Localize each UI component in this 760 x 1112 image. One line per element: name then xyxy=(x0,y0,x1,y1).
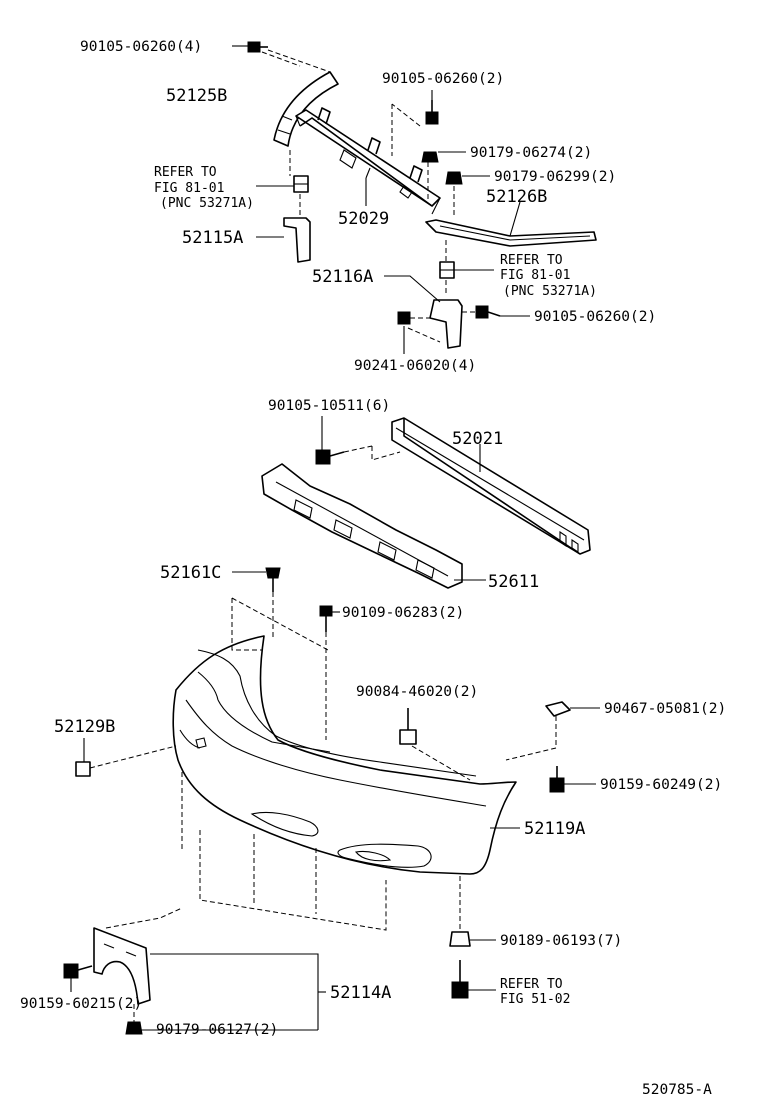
clip-icon xyxy=(439,261,455,279)
bolt-icon xyxy=(63,963,93,979)
label-52129b: 52129B xyxy=(54,717,115,737)
label-90105-10511: 90105-10511(6) xyxy=(268,398,390,414)
label-90179-06127: 90179-06127(2) xyxy=(156,1022,278,1038)
label-refer-left-line3: (PNC 53271A) xyxy=(160,196,254,211)
part-52611-absorber xyxy=(261,463,463,589)
clip-icon xyxy=(265,567,281,592)
label-90105-06260-2-upper: 90105-06260(2) xyxy=(382,71,504,87)
nut-icon xyxy=(125,1021,143,1035)
bolt-icon xyxy=(315,449,345,465)
label-52114a: 52114A xyxy=(330,983,391,1003)
label-refer-left-line1: REFER TO xyxy=(154,165,217,180)
label-90179-06299: 90179-06299(2) xyxy=(494,169,616,185)
label-refer-bottom-line1: REFER TO xyxy=(500,977,563,992)
label-90467-05081: 90467-05081(2) xyxy=(604,701,726,717)
label-52125b: 52125B xyxy=(166,86,227,106)
part-52116a-bracket xyxy=(429,299,463,349)
label-52115a: 52115A xyxy=(182,228,243,248)
part-52114a-bracket xyxy=(93,927,151,1005)
bolt-icon xyxy=(475,305,501,319)
label-90159-60215: 90159-60215(2) xyxy=(20,996,142,1012)
label-refer-right-line1: REFER TO xyxy=(500,253,563,268)
label-refer-right-line2: FIG 81-01 xyxy=(500,268,570,283)
nut-icon xyxy=(421,151,439,163)
part-52119a-bumper-cover xyxy=(172,635,517,875)
nut-icon xyxy=(545,701,571,717)
clip-icon xyxy=(293,175,309,193)
label-90241-06020: 90241-06020(4) xyxy=(354,358,476,374)
label-52116a: 52116A xyxy=(312,267,373,287)
label-52119a: 52119A xyxy=(524,819,585,839)
label-52029: 52029 xyxy=(338,209,389,229)
bolt-icon xyxy=(319,605,333,632)
bolt-icon xyxy=(247,41,268,53)
bolt-icon xyxy=(549,766,565,793)
clip-icon xyxy=(399,708,417,745)
part-52115a-bracket xyxy=(283,217,311,263)
clip-icon xyxy=(449,931,471,947)
label-52126b: 52126B xyxy=(486,187,547,207)
label-52161c: 52161C xyxy=(160,563,221,583)
part-52125b-retainer xyxy=(273,71,339,147)
label-90179-06274: 90179-06274(2) xyxy=(470,145,592,161)
label-90084-46020: 90084-46020(2) xyxy=(356,684,478,700)
bolt-icon xyxy=(425,100,439,125)
label-90105-06260-4: 90105-06260(4) xyxy=(80,39,202,55)
part-52029-bracket xyxy=(295,107,441,215)
label-52611: 52611 xyxy=(488,572,539,592)
label-refer-bottom-line2: FIG 51-02 xyxy=(500,992,570,1007)
label-90189-06193: 90189-06193(7) xyxy=(500,933,622,949)
label-90105-06260-2-lower: 90105-06260(2) xyxy=(534,309,656,325)
label-90109-06283: 90109-06283(2) xyxy=(342,605,464,621)
part-52126b-retainer xyxy=(425,219,597,247)
label-90159-60249: 90159-60249(2) xyxy=(600,777,722,793)
label-refer-right-line3: (PNC 53271A) xyxy=(503,284,597,299)
label-refer-left-line2: FIG 81-01 xyxy=(154,181,224,196)
label-52021: 52021 xyxy=(452,429,503,449)
nut-icon xyxy=(445,171,463,185)
diagram-id: 520785-A xyxy=(642,1082,712,1098)
bolt-icon xyxy=(451,960,469,999)
bolt-icon xyxy=(397,311,411,325)
part-52021-reinforcement xyxy=(391,417,591,555)
clip-icon xyxy=(75,761,91,777)
